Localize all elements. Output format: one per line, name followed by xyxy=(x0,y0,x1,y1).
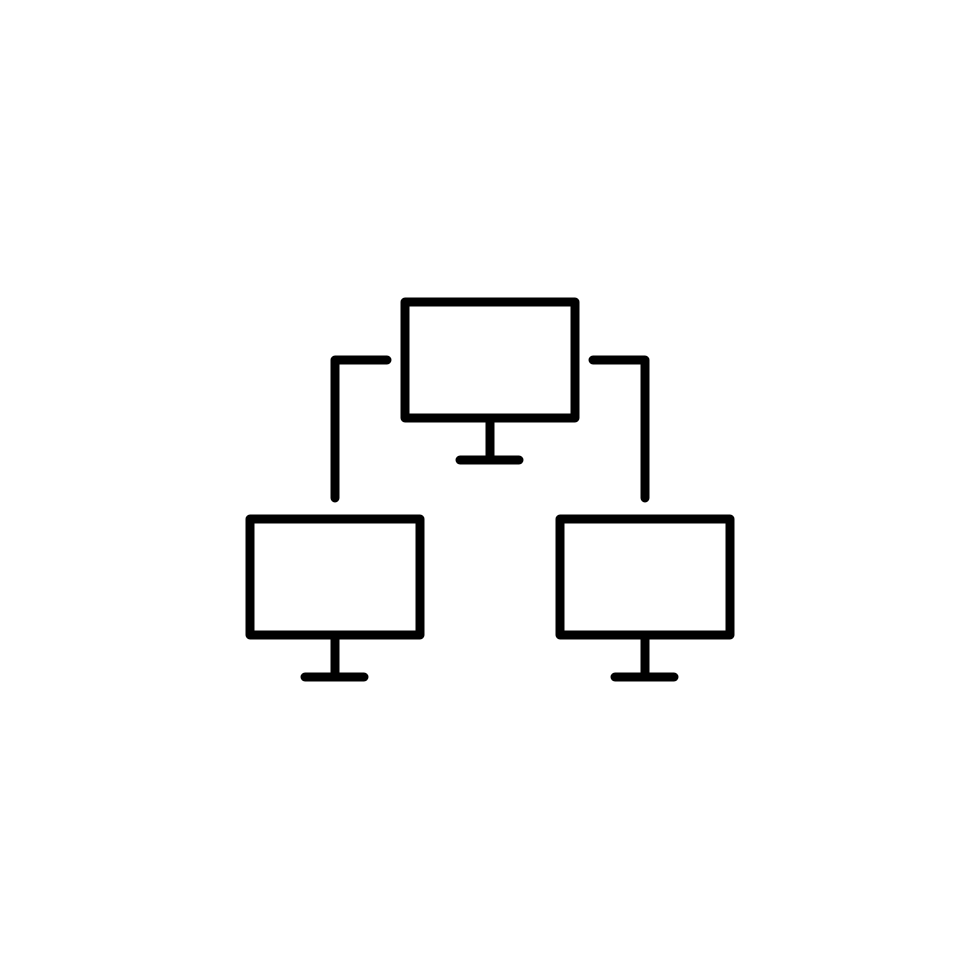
top-monitor-icon xyxy=(400,297,580,465)
left-connector-line xyxy=(330,355,392,503)
bottom-right-monitor-icon xyxy=(555,514,735,682)
bottom-left-monitor-icon xyxy=(245,514,425,682)
top-monitor-screen xyxy=(400,297,580,423)
right-connector-line xyxy=(588,355,650,503)
bottom-left-monitor-screen xyxy=(245,514,425,640)
bottom-right-monitor-screen xyxy=(555,514,735,640)
